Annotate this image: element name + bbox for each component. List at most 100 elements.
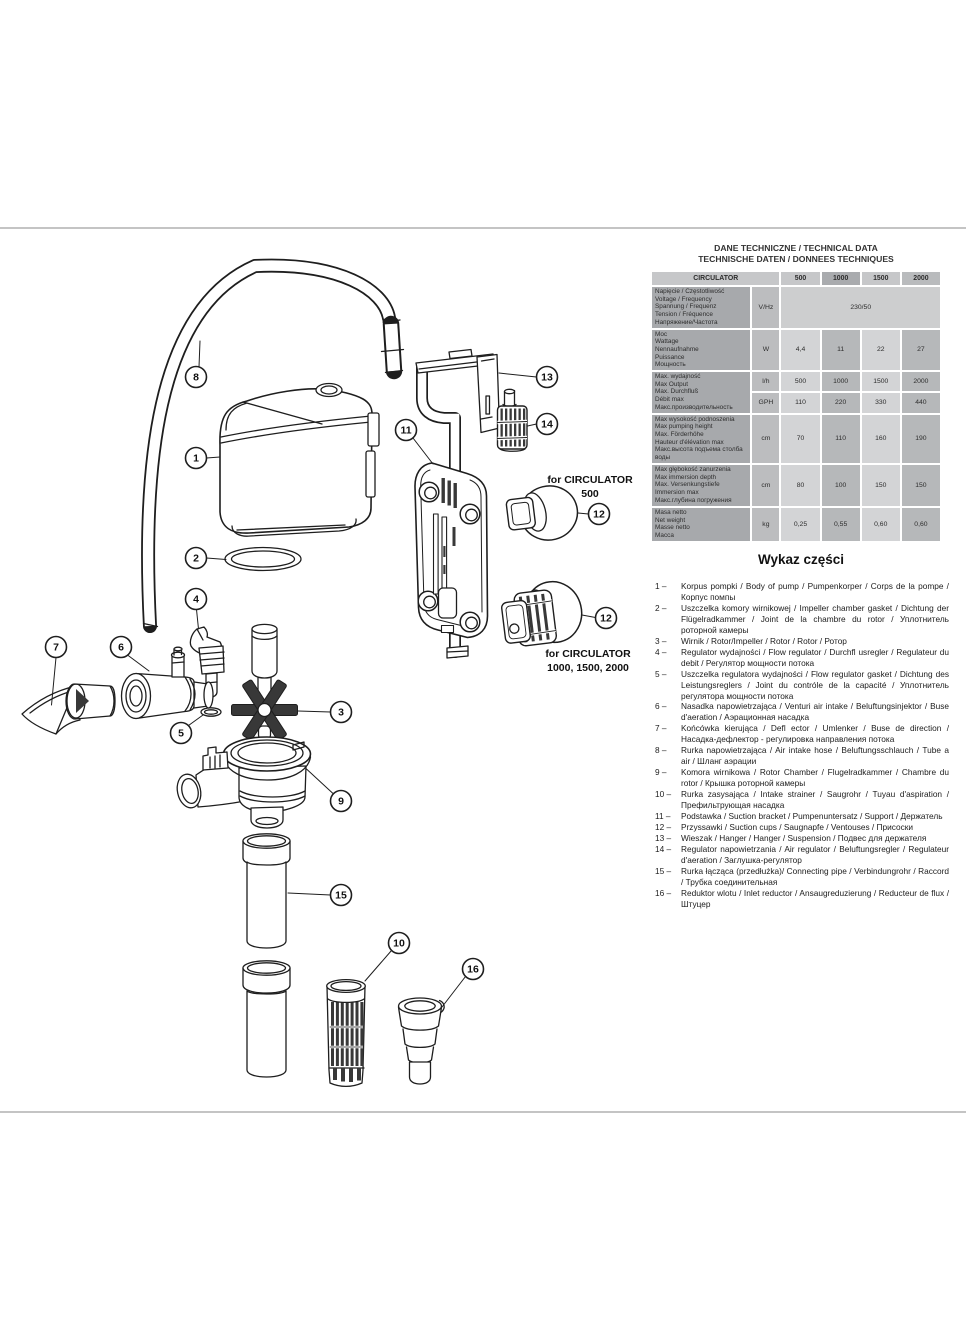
svg-text:2: 2 <box>193 553 199 565</box>
callout-16: 16 <box>441 957 485 1008</box>
spec-row-voltage: Napięcie / Częstotliwość Voltage / Frequ… <box>652 287 940 328</box>
spec-label: Napięcie / Częstotliwość Voltage / Frequ… <box>652 287 751 328</box>
part-item-4: 4 –Regulator wydajności / Flow regulator… <box>653 647 949 669</box>
spec-table: CIRCULATOR 500 1000 1500 2000 Napięcie /… <box>650 270 942 543</box>
spec-value: 70 <box>781 414 820 463</box>
callout-2: 2 <box>184 546 227 570</box>
part-item-13: 13 – Wieszak / Hanger / Hanger / Suspensi… <box>653 833 949 844</box>
part-item-1: 1 –Korpus pompki / Body of pump / Pumpen… <box>653 581 949 603</box>
part-description: Rurka zasysająca / Intake strainer / Sau… <box>681 789 949 811</box>
spec-unit: kg <box>752 507 780 541</box>
svg-text:14: 14 <box>541 419 553 431</box>
callout-4: 4 <box>184 587 208 630</box>
rotor-chamber-drawing <box>176 736 312 829</box>
spec-unit: W <box>752 329 780 371</box>
spec-value: 500 <box>781 372 820 392</box>
inlet-reductor-drawing <box>397 997 445 1085</box>
spec-value: 0,25 <box>781 507 820 541</box>
spec-header-1500: 1500 <box>861 272 900 285</box>
spec-value: 110 <box>781 393 820 413</box>
part-item-15: 15 –Rurka łącząca (przedłużka)/ Connecti… <box>653 866 949 888</box>
spec-unit: GPH <box>752 393 780 413</box>
part-number: 6 – <box>655 701 667 712</box>
part-description: Podstawka / Suction bracket / Pumpenunte… <box>681 811 943 822</box>
part-number: 11 – <box>655 811 671 822</box>
technical-data-section: DANE TECHNICZNE / TECHNICAL DATA TECHNIS… <box>650 243 942 543</box>
part-item-9: 9 –Komora wirnikowa / Rotor Chamber / Fl… <box>653 767 949 789</box>
parts-list-title: Wykaz części <box>757 552 845 567</box>
chamber-gasket-drawing <box>224 546 302 572</box>
part-item-7: 7 – Końcówka kierująca / Defl ector / Uml… <box>653 723 949 745</box>
spec-value: 11 <box>821 329 860 371</box>
annotation-text: for CIRCULATOR <box>545 648 631 660</box>
part-description: Uszczelka komory wirnikowej / Impeller c… <box>681 602 949 635</box>
part-number: 13 – <box>655 832 672 843</box>
spec-value: 80 <box>781 464 820 506</box>
annotation-text: for CIRCULATOR <box>547 474 633 486</box>
part-item-8: 8 – Rurka napowietrzająca / Air intake ho… <box>653 745 949 767</box>
spec-value: 4,4 <box>781 329 820 371</box>
part-item-2: 2 –Uszczelka komory wirnikowej / Impelle… <box>653 603 949 636</box>
svg-text:11: 11 <box>400 425 411 437</box>
spec-value: 150 <box>901 464 940 506</box>
regulator-gasket-drawing <box>200 707 222 717</box>
part-number: 8 – <box>655 745 667 756</box>
spec-header-brand: CIRCULATOR <box>652 272 780 285</box>
svg-text:5: 5 <box>178 728 184 740</box>
part-description: Regulator napowietrzania / Air regulator… <box>681 843 949 865</box>
callout-3: 3 <box>297 700 353 724</box>
air-hose-drawing <box>141 258 405 633</box>
part-number: 5 – <box>655 668 667 679</box>
part-number: 15 – <box>655 865 672 876</box>
spec-value: 110 <box>821 414 860 463</box>
spec-label: Max. wydajność Max Output Max. Durchfluß… <box>652 372 751 413</box>
part-item-14: 14 –Regulator napowietrzania / Air regul… <box>653 844 949 866</box>
top-divider <box>0 227 966 229</box>
part-item-11: 11 – Podstawka / Suction bracket / Pumpen… <box>653 811 949 822</box>
spec-value: 22 <box>861 329 900 371</box>
part-description: Reduktor wlotu / Inlet reductor / Ansaug… <box>681 887 949 909</box>
spec-unit: cm <box>752 464 780 506</box>
part-number: 3 – <box>655 635 667 646</box>
spec-label: Moc Wattage Nennaufnahme Puissance Мощно… <box>652 329 751 371</box>
callout-7: 7 <box>44 635 68 706</box>
strainer-drawing <box>326 978 366 1088</box>
spec-unit: V/Hz <box>752 287 780 328</box>
spec-value: 100 <box>821 464 860 506</box>
part-description: Wirnik / Rotor/Impeller / Rotor / Rotor … <box>681 635 847 646</box>
callout-13: 13 <box>498 365 559 389</box>
part-description: Nasadka napowietrzająca / Venturi air in… <box>681 701 949 723</box>
part-number: 7 – <box>655 723 667 734</box>
svg-text:7: 7 <box>53 642 59 654</box>
part-number: 10 – <box>655 789 672 800</box>
annotation-model: 1000, 1500, 2000 <box>547 662 629 674</box>
part-description: Komora wirnikowa / Rotor Chamber / Fluge… <box>681 767 949 789</box>
callout-14: 14 <box>527 412 559 436</box>
spec-value: 330 <box>861 393 900 413</box>
spec-row-output-lh: Max. wydajność Max Output Max. Durchfluß… <box>652 372 940 413</box>
svg-text:8: 8 <box>193 372 199 384</box>
spec-value: 0,60 <box>901 507 940 541</box>
callout-6: 6 <box>109 635 150 672</box>
part-description: Wieszak / Hanger / Hanger / Suspension /… <box>681 832 927 843</box>
part-description: Końcówka kierująca / Defl ector / Umlenk… <box>681 723 949 745</box>
connecting-pipes-drawing <box>242 833 291 1078</box>
part-description: Rurka napowietrzająca / Air intake hose … <box>681 745 949 767</box>
part-item-10: 10 – Rurka zasysająca / Intake strainer /… <box>653 789 949 811</box>
spec-row-output-gph: GPH 110 220 330 440 <box>652 393 940 413</box>
part-item-3: 3 – Wirnik / Rotor/Impeller / Rotor / Rot… <box>653 636 949 647</box>
spec-unit: l/h <box>752 372 780 392</box>
pump-body-drawing <box>219 382 380 537</box>
bottom-divider <box>0 1111 966 1113</box>
part-description: Przyssawki / Suction cups / Saugnapfe / … <box>681 821 914 832</box>
parts-list: 1 –Korpus pompki / Body of pump / Pumpen… <box>653 581 949 910</box>
parts-list-section: Wykaz części 1 –Korpus pompki / Body of … <box>653 552 949 910</box>
suction-cup-500-drawing <box>505 485 579 541</box>
svg-text:12: 12 <box>600 613 612 625</box>
spec-value: 1000 <box>821 372 860 392</box>
svg-text:15: 15 <box>335 890 347 902</box>
svg-text:9: 9 <box>338 796 344 808</box>
annotation-for-circulator-500: for CIRCULATOR 500 <box>547 474 633 500</box>
spec-header-500: 500 <box>781 272 820 285</box>
